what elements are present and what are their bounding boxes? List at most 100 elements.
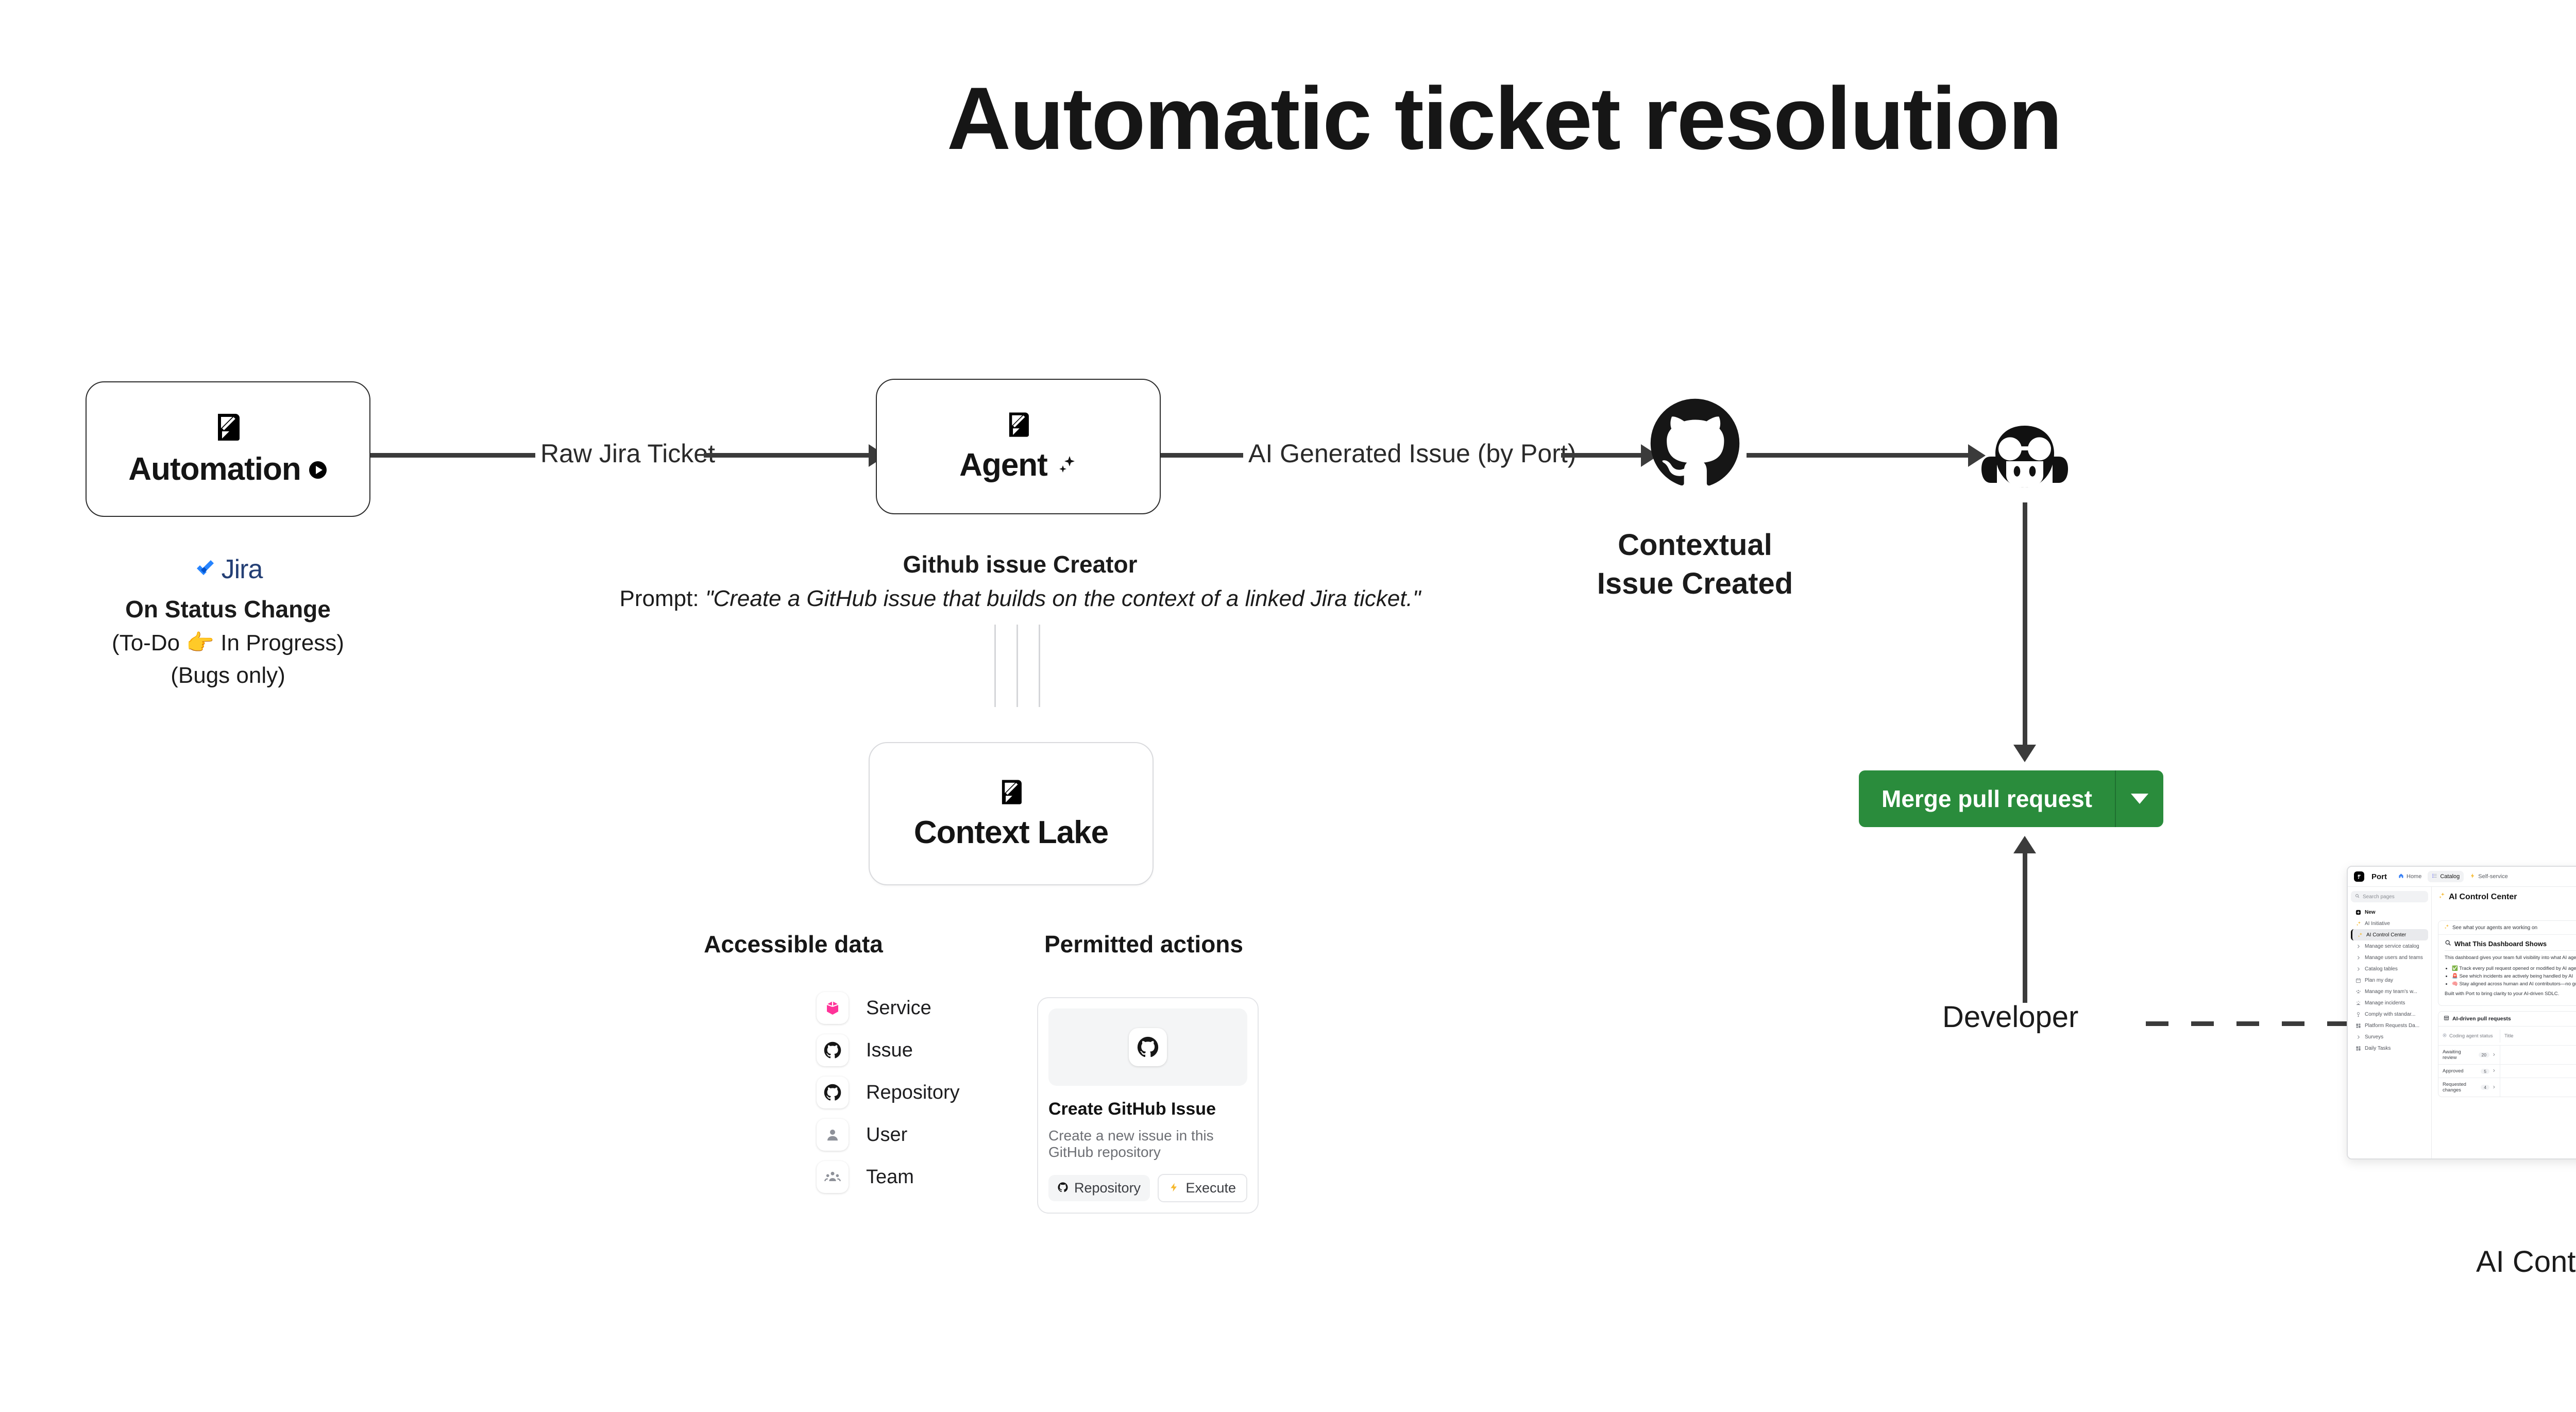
sidebar-item-new[interactable]: New [2351,906,2428,918]
jira-lockup: Jira [86,554,370,585]
port-logo-icon [212,411,245,444]
port-logo-icon [996,777,1026,807]
github-icon [817,1034,849,1066]
table-cell-count: 20 [2478,1052,2489,1057]
control-center-label: AI Control Center [2476,1245,2576,1279]
catalog-icon [2432,873,2437,880]
calendar-icon [2355,977,2361,983]
acc-intro: This dashboard gives your team full visi… [2445,955,2576,961]
permitted-action-card[interactable]: Create GitHub Issue Create a new issue i… [1037,997,1259,1214]
table-cell-status: Requested changes [2443,1082,2466,1093]
edge-line-to-copilot [1747,453,1968,458]
action-card-hero [1048,1008,1247,1086]
sidebar-item-daily-tasks[interactable]: Daily Tasks [2351,1043,2428,1054]
agent-name: Github issue Creator [903,551,1138,578]
table-row[interactable]: Requested changes 4 [2438,1078,2576,1097]
acc-bullets: ✅ Track every pull request opened or mod… [2445,965,2576,988]
merge-pull-request-group[interactable]: Merge pull request [1859,770,2163,827]
sidebar-item-surveys[interactable]: Surveys [2351,1031,2428,1043]
acc-sidebar-search[interactable]: Search pages [2351,891,2428,902]
list-item[interactable]: Repository [817,1071,960,1114]
sidebar-item-ai-control-center[interactable]: AI Control Center [2351,929,2428,940]
automation-caption: Jira On Status Change (To-Do 👉 In Progre… [86,554,370,692]
page-title: Automatic ticket resolution [946,69,2062,168]
lightning-icon [1169,1180,1179,1196]
play-circle-icon [308,451,328,488]
github-stage-caption-line1: Contextual [1618,528,1772,562]
user-icon [817,1119,849,1151]
execute-button-label: Execute [1185,1180,1236,1196]
sidebar-item-comply-with-standards[interactable]: Comply with standar... [2351,1008,2428,1020]
github-stage-caption: Contextual Issue Created [1504,526,1886,603]
ai-control-center-screenshot[interactable]: Port Home Catalog Self-service Search ⌘ … [2347,866,2576,1159]
acc-nav-catalog[interactable]: Catalog [2428,871,2464,882]
chevron-right-icon [2492,1085,2496,1090]
shield-icon [2355,1011,2361,1017]
chevron-down-icon [2130,794,2148,804]
sidebar-item-platform-requests-dashboard[interactable]: Platform Requests Da... [2351,1020,2428,1031]
permitted-actions-heading: Permitted actions [1044,931,1243,957]
list-item[interactable]: Issue [817,1029,960,1071]
chevron-right-icon [2492,1068,2496,1074]
sparkle-icon [2438,892,2445,902]
port-logo-icon [1004,410,1033,440]
acc-main: AI Control Center Widget See what your a… [2432,887,2576,1158]
execute-button[interactable]: Execute [1158,1174,1247,1202]
node-context-lake[interactable]: Context Lake [869,742,1154,885]
sidebar-item-manage-my-teams-work[interactable]: Manage my team's w... [2351,986,2428,997]
node-agent[interactable]: Agent [876,379,1161,514]
plus-square-icon [2355,909,2361,915]
acc-table-title: AI-driven pull requests [2438,1012,2576,1026]
edge-label-ai-issue: AI Generated Issue (by Port) [1243,439,1582,468]
jira-icon [194,557,216,582]
acc-dashboard-card: See what your agents are working on What… [2438,920,2576,1006]
acc-card-banner: See what your agents are working on [2438,921,2576,935]
node-agent-title: Agent [959,447,1077,483]
list-item-label: Service [866,997,931,1019]
github-stage-caption-line2: Issue Created [1597,567,1793,601]
sidebar-item-plan-my-day[interactable]: Plan my day [2351,974,2428,986]
chevron-right-icon [2355,966,2361,972]
acc-main-actions: Widget [2438,907,2576,917]
acc-bullet: ✅ Track every pull request opened or mod… [2452,965,2576,972]
sidebar-item-manage-incidents[interactable]: Manage incidents [2351,997,2428,1008]
table-header-row: Coding agent status Title Pull Request U… [2438,1026,2576,1045]
sidebar-item-manage-users-and-teams[interactable]: Manage users and teams [2351,952,2428,963]
sidebar-item-catalog-tables[interactable]: Catalog tables [2351,963,2428,974]
chevron-right-icon [2355,954,2361,961]
table-row[interactable]: Awaiting review 20 [2438,1045,2576,1064]
table-col-title[interactable]: Title [2500,1030,2576,1043]
action-card-tag-label: Repository [1074,1180,1141,1196]
chevron-right-icon [2355,943,2361,949]
acc-table-card: AI-driven pull requests Coding agent sta… [2438,1011,2576,1097]
table-cell-status: Approved [2443,1068,2464,1074]
agent-caption: Github issue Creator Prompt: "Create a G… [515,547,1525,612]
acc-nav-home[interactable]: Home [2394,871,2426,882]
list-item-label: Repository [866,1081,960,1103]
automation-trigger: On Status Change [125,596,331,623]
table-cell-status: Awaiting review [2443,1049,2461,1061]
node-automation[interactable]: Automation [86,381,370,517]
node-automation-title: Automation [128,451,327,488]
list-item[interactable]: Service [817,987,960,1029]
cube-icon [817,992,849,1024]
edge-line-developer-to-merge [2023,853,2027,1003]
merge-pull-request-button[interactable]: Merge pull request [1859,770,2116,827]
automation-scope: (Bugs only) [171,663,285,688]
list-item[interactable]: User [817,1114,960,1156]
sidebar-item-ai-initiative[interactable]: AI Initiative [2351,918,2428,929]
list-item[interactable]: Team [817,1156,960,1198]
sidebar-item-manage-service-catalog[interactable]: Manage service catalog [2351,940,2428,952]
acc-topbar: Port Home Catalog Self-service Search ⌘ … [2348,867,2576,887]
sparkle-icon [2355,920,2361,927]
home-icon [2398,873,2404,880]
agent-contextlake-rails [994,625,1040,707]
table-row[interactable]: Approved 5 [2438,1064,2576,1078]
jira-label: Jira [221,554,263,584]
table-col-coding-agent-status[interactable]: Coding agent status [2438,1029,2500,1043]
acc-bullet: 🚨 See which incidents are actively being… [2452,972,2576,980]
merge-options-button[interactable] [2115,770,2163,827]
accessible-data-list: Service Issue Repository User Team [817,987,960,1198]
alert-icon [2355,1000,2361,1006]
acc-nav-self-service[interactable]: Self-service [2466,871,2512,882]
